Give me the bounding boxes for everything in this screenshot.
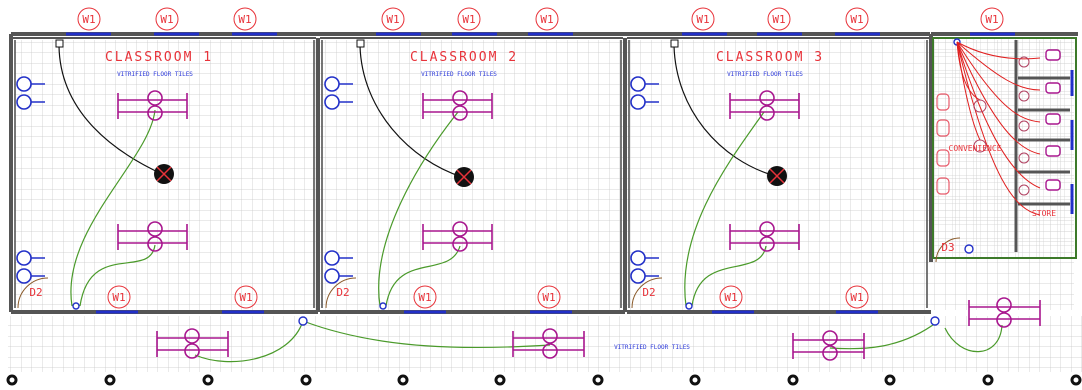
window-tag: W1 <box>239 291 252 304</box>
door-tag: D2 <box>642 286 655 299</box>
switch-boxes <box>55 39 679 48</box>
window-tag: W1 <box>696 13 709 26</box>
room-floor-finish-3: VITRIFIED FLOOR TILES <box>727 71 803 78</box>
window-tag: W1 <box>418 291 431 304</box>
window-tag: W1 <box>540 13 553 26</box>
tube-light-icon <box>422 221 493 252</box>
window-tag: W1 <box>985 13 998 26</box>
floor-tiles <box>8 38 1082 372</box>
store-label: STORE <box>1032 209 1056 218</box>
tube-light-icon <box>117 221 188 252</box>
tube-light-icon <box>156 328 229 359</box>
door-tag: D2 <box>336 286 349 299</box>
window-tag: W1 <box>82 13 95 26</box>
switchboards <box>16 76 659 284</box>
tube-light-icon <box>729 221 800 252</box>
wash-block-lights <box>973 56 1030 196</box>
wash-block-wiring <box>956 41 1041 216</box>
fan-wiring <box>58 45 776 178</box>
room-floor-finish-2: VITRIFIED FLOOR TILES <box>421 71 497 78</box>
light-wiring <box>70 109 1003 363</box>
window-tag: W1 <box>542 291 555 304</box>
tube-light-icon <box>968 297 1041 328</box>
door-tag-wash: D3 <box>941 241 954 254</box>
wc-pans <box>1045 49 1061 191</box>
room-floor-finish-1: VITRIFIED FLOOR TILES <box>117 71 193 78</box>
ceiling-fan-icon <box>767 166 787 186</box>
tube-light-icon <box>512 328 585 359</box>
door-tag: D2 <box>29 286 42 299</box>
ceiling-fan-icon <box>454 167 474 187</box>
corridor-floor-finish: VITRIFIED FLOOR TILES <box>614 344 690 351</box>
room-title-3: CLASSROOM 3 <box>716 50 824 65</box>
tube-light-icon <box>422 90 493 121</box>
window-tag: W1 <box>850 291 863 304</box>
wash-block-walls <box>932 37 1077 259</box>
window-tag: W1 <box>772 13 785 26</box>
window-tag: W1 <box>724 291 737 304</box>
doors <box>17 237 961 309</box>
tube-light-icon <box>792 330 865 361</box>
wash-basins <box>936 93 950 195</box>
window-tag: W1 <box>462 13 475 26</box>
room-title-1: CLASSROOM 1 <box>105 50 213 65</box>
window-tag: W1 <box>112 291 125 304</box>
column-markers <box>6 374 1082 386</box>
window-tag: W1 <box>160 13 173 26</box>
convenience-label: CONVENIENCE <box>949 144 1002 153</box>
tube-light-icon <box>117 90 188 121</box>
window-tags <box>77 7 1004 309</box>
tube-light-icon <box>729 90 800 121</box>
ceiling-fan-icon <box>154 164 174 184</box>
room-title-2: CLASSROOM 2 <box>410 50 518 65</box>
window-tag: W1 <box>386 13 399 26</box>
window-tag: W1 <box>238 13 251 26</box>
window-tag: W1 <box>850 13 863 26</box>
tube-light-fittings <box>117 90 1041 361</box>
